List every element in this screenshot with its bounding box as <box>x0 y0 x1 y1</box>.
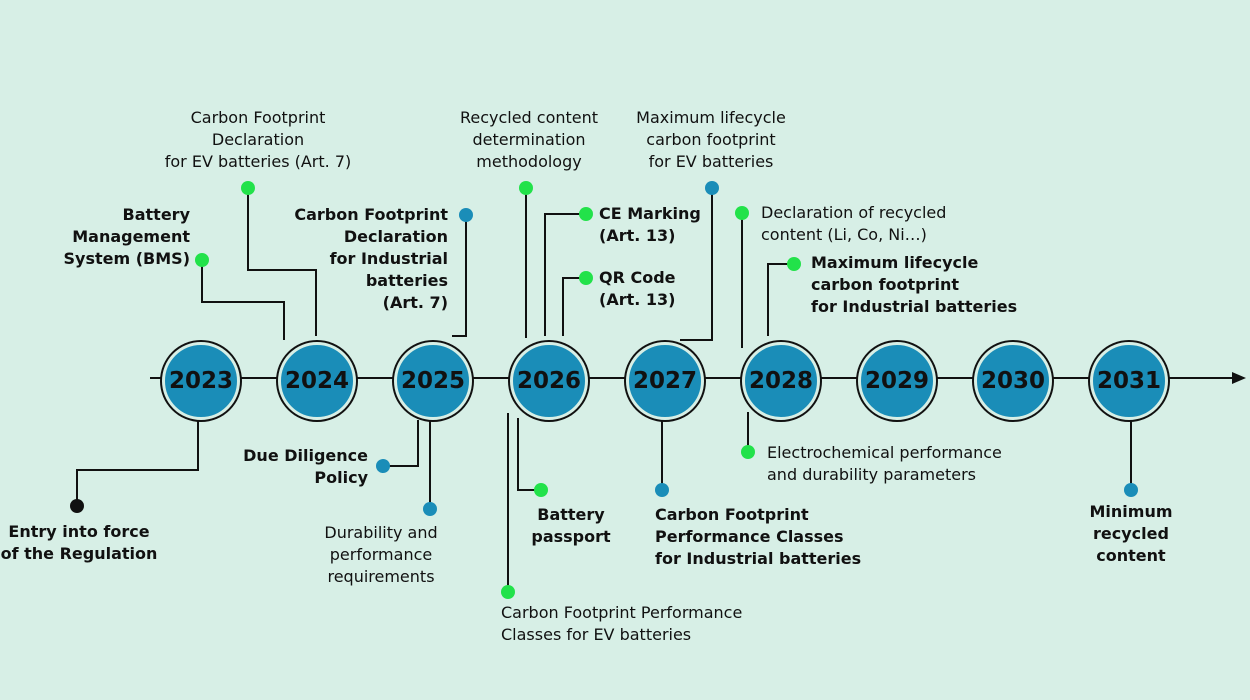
milestone-dot-qr-code <box>579 271 593 285</box>
milestone-dot-decl-recycled <box>735 206 749 220</box>
connector-max-cf-ind <box>767 263 794 336</box>
milestone-dot-cf-ev <box>241 181 255 195</box>
milestone-dot-recycled-method <box>519 181 533 195</box>
timeline-arrowhead <box>1232 372 1246 384</box>
label-ce-marking: CE Marking(Art. 13) <box>599 204 701 245</box>
year-2031: 2031 <box>1090 342 1168 420</box>
connector-max-cf-ev <box>680 188 713 341</box>
milestone-dot-bms <box>195 253 209 267</box>
milestone-dot-max-cf-ind <box>787 257 801 271</box>
milestone-dot-cf-classes-ind <box>655 483 669 497</box>
connector-entry-force <box>76 420 199 505</box>
milestone-dot-passport <box>534 483 548 497</box>
connector-qr-code <box>562 277 585 336</box>
year-2030: 2030 <box>974 342 1052 420</box>
connector-passport <box>517 418 541 491</box>
connector-due-diligence <box>383 420 419 467</box>
connector-bms <box>201 260 285 340</box>
connector-ce-marking <box>544 213 585 336</box>
milestone-dot-cf-industrial <box>459 208 473 222</box>
milestone-dot-ce-marking <box>579 207 593 221</box>
milestone-dot-electrochem <box>741 445 755 459</box>
milestone-dot-min-recycled <box>1124 483 1138 497</box>
milestone-dot-durability <box>423 502 437 516</box>
connector-cf-ev <box>247 188 317 336</box>
year-2028: 2028 <box>742 342 820 420</box>
year-2026: 2026 <box>510 342 588 420</box>
connector-cf-industrial <box>452 215 467 337</box>
year-2023: 2023 <box>162 342 240 420</box>
year-2025: 2025 <box>394 342 472 420</box>
milestone-dot-cf-classes-ev <box>501 585 515 599</box>
year-2027: 2027 <box>626 342 704 420</box>
milestone-dot-max-cf-ev <box>705 181 719 195</box>
year-2029: 2029 <box>858 342 936 420</box>
label-qr-code: QR Code(Art. 13) <box>599 268 676 309</box>
milestone-dot-entry-force <box>70 499 84 513</box>
year-2024: 2024 <box>278 342 356 420</box>
milestone-dot-due-diligence <box>376 459 390 473</box>
